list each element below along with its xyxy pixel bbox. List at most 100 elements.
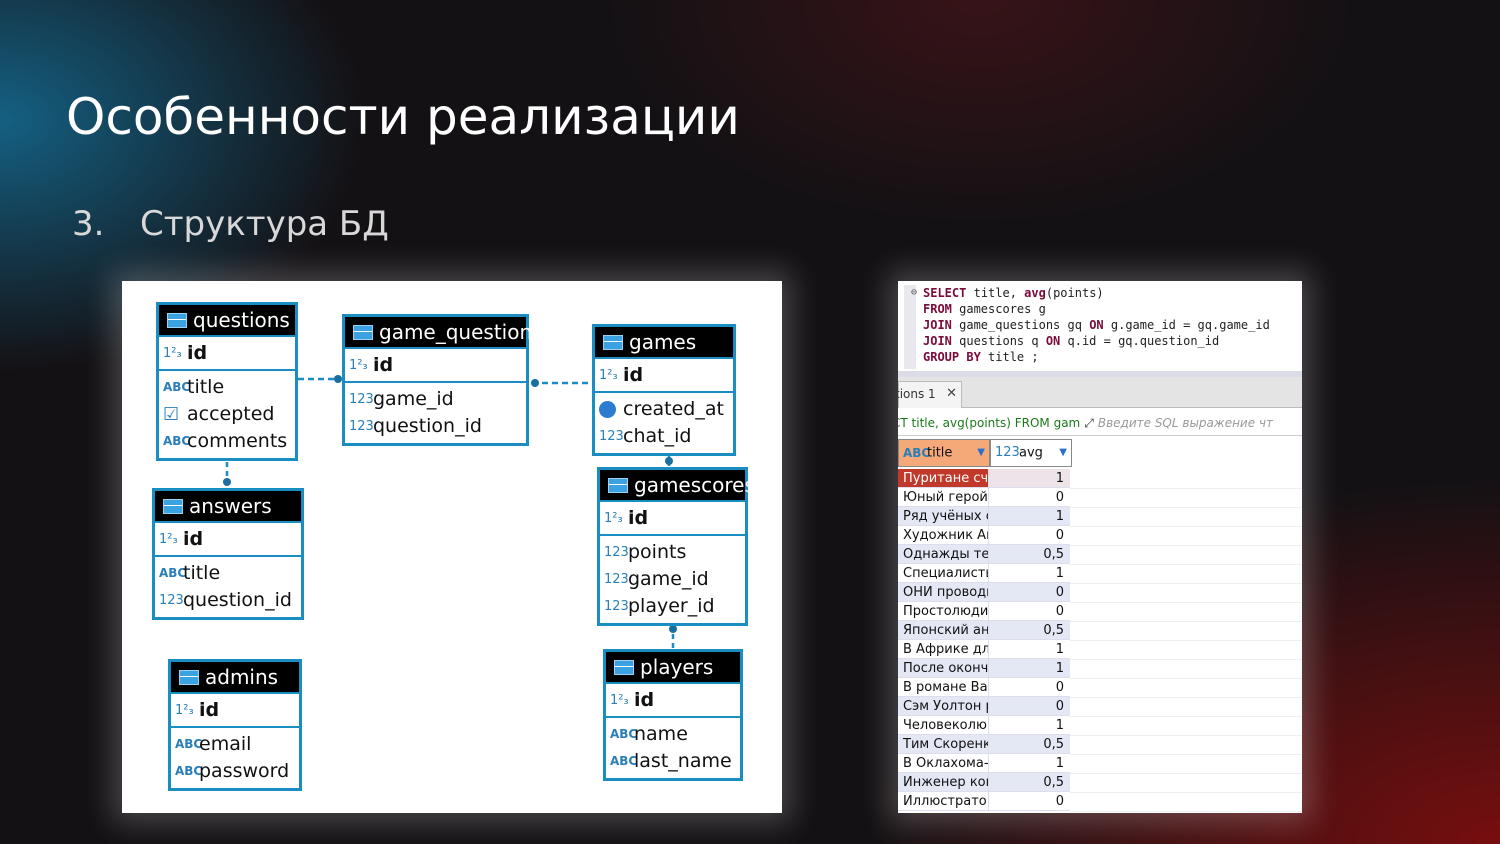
results-tab-bar: tions 1 ✕	[898, 377, 1302, 408]
cell-avg[interactable]: 1	[988, 469, 1070, 488]
tab-results[interactable]: tions 1 ✕	[898, 381, 962, 408]
cell-title[interactable]: В Африке для	[898, 640, 988, 659]
key-number-icon: 1²₃	[604, 510, 623, 526]
cell-avg[interactable]: 0	[988, 583, 1070, 602]
cell-title[interactable]: Простолюди	[898, 602, 988, 621]
cell-avg[interactable]: 0,5	[988, 621, 1070, 640]
cell-avg[interactable]: 0	[988, 678, 1070, 697]
column-row: 123chat_id	[599, 423, 733, 450]
cell-title[interactable]: В Оклахома-	[898, 754, 988, 773]
expand-icon[interactable]: ⤢	[1084, 416, 1094, 430]
cell-avg[interactable]: 1	[988, 716, 1070, 735]
cell-avg[interactable]: 0,5	[988, 545, 1070, 564]
column-row: ABCtitle	[163, 374, 295, 401]
cell-avg[interactable]: 1	[988, 640, 1070, 659]
table-row[interactable]: В Африке для1	[898, 640, 1302, 660]
cell-title[interactable]: После оконча	[898, 659, 988, 678]
cell-avg[interactable]: 0,5	[988, 773, 1070, 792]
cell-avg[interactable]: 0	[988, 526, 1070, 545]
cell-avg[interactable]: 0	[988, 602, 1070, 621]
column-row: ABCtitle	[159, 560, 301, 587]
number-type-icon: 123	[604, 545, 629, 560]
table-icon	[163, 499, 183, 514]
cell-avg[interactable]: 0	[988, 792, 1070, 811]
key-number-icon: 1²₃	[599, 367, 618, 383]
fold-toggle-icon[interactable]: ⊖	[911, 287, 918, 298]
column-header-title[interactable]: ABCtitle▼	[898, 439, 990, 467]
cell-avg[interactable]: 0	[988, 697, 1070, 716]
column-row: 123game_id	[604, 566, 745, 593]
text-type-icon: ABC	[610, 727, 638, 741]
cell-title[interactable]: Японский ан	[898, 621, 988, 640]
filter-input[interactable]: Введите SQL выражение чт	[1097, 416, 1274, 430]
cell-avg[interactable]: 1	[988, 507, 1070, 526]
cell-title[interactable]: Иллюстрато	[898, 792, 988, 811]
editor-splitter[interactable]	[898, 371, 1302, 377]
cell-title[interactable]: Однажды те	[898, 545, 988, 564]
cell-avg[interactable]: 0,5	[988, 735, 1070, 754]
table-header: game_questions	[345, 317, 543, 347]
cell-title[interactable]: Сэм Уолтон р	[898, 697, 988, 716]
cell-title[interactable]: Инженер ком	[898, 773, 988, 792]
cell-avg[interactable]: 1	[988, 754, 1070, 773]
cell-avg[interactable]: 1	[988, 564, 1070, 583]
cell-title[interactable]: Человеколю	[898, 716, 988, 735]
close-icon[interactable]: ✕	[946, 386, 957, 401]
key-number-icon: 1²₃	[349, 357, 368, 373]
table-icon	[608, 478, 628, 493]
cell-title[interactable]: Ряд учёных с	[898, 507, 988, 526]
cell-title[interactable]: Юный герой	[898, 488, 988, 507]
column-row: 123player_id	[604, 593, 745, 620]
number-type-icon: 123	[604, 599, 629, 614]
table-icon	[167, 313, 187, 328]
table-row[interactable]: В Оклахома-1	[898, 754, 1302, 774]
column-header-avg[interactable]: 123avg▼	[990, 439, 1072, 467]
link-dot	[669, 625, 677, 633]
cell-title[interactable]: Тим Скоренк	[898, 735, 988, 754]
cell-title[interactable]: ОНИ проводи	[898, 583, 988, 602]
table-header: answers	[155, 491, 301, 521]
cell-title[interactable]: Художник Ан	[898, 526, 988, 545]
text-type-icon: ABC	[163, 380, 191, 394]
cell-avg[interactable]: 1	[988, 659, 1070, 678]
cell-avg[interactable]: 0	[988, 488, 1070, 507]
cell-title[interactable]: Специалисть	[898, 564, 988, 583]
sql-line: SELECT title, avg(points)	[923, 286, 1104, 300]
table-icon	[614, 660, 634, 675]
slide-title: Особенности реализации	[66, 88, 740, 146]
sql-line: JOIN game_questions gq ON g.game_id = gq…	[923, 318, 1270, 332]
column-row: ABClast_name	[610, 748, 740, 775]
cell-title[interactable]: В романе Вал	[898, 678, 988, 697]
sql-code-area[interactable]: ⊖ SELECT title, avg(points) FROM gamesco…	[898, 281, 1302, 377]
cell-title[interactable]: Пуритане сч	[898, 469, 988, 488]
column-row: 123game_id	[349, 386, 526, 413]
text-type-icon: ABC	[175, 764, 203, 778]
column-row: ABCemail	[175, 731, 299, 758]
